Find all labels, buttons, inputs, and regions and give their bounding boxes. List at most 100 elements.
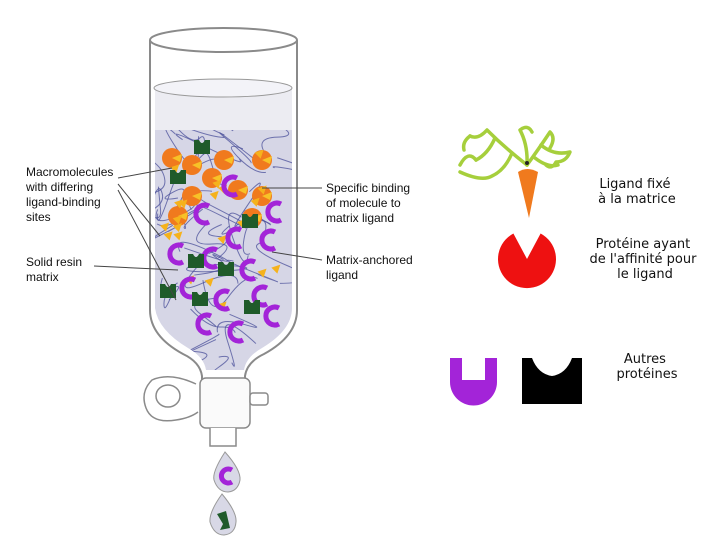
ligand-icon [224,156,234,164]
matrix-fiber [155,161,166,195]
purple-protein-icon [167,242,185,266]
ligand-icon [212,174,222,182]
affinity-protein-icon [497,233,556,289]
ligand-icon [170,164,180,174]
matrix-fiber [234,182,261,227]
ligand-icon [178,212,188,220]
black-protein-icon [188,254,204,268]
ligand-icon [212,179,222,189]
legend-other-label: Autres protéines [617,352,678,382]
eluted-droplets [209,451,241,536]
liquid-surface [153,78,293,98]
annotation-solid-resin: Solid resin matrix [26,255,179,284]
matrix-fiber [227,259,279,283]
ligand-icon [173,231,183,241]
stopcock[interactable] [143,376,269,429]
leader-line [117,189,177,301]
purple-protein-icon [193,202,211,226]
black-protein-icon [217,511,230,530]
matrix-fiber [196,224,228,259]
svg-text:Matrix-anchored ligand: Matrix-anchored ligand [326,253,416,282]
purple-protein-icon [195,312,213,336]
legend-text: Protéine ayant [596,237,691,252]
annotation-specific-binding: Specific binding of molecule to matrix l… [262,181,413,225]
label-line: matrix [26,270,59,284]
ligand-icon [172,223,182,233]
ligand-icon [192,161,202,169]
ligand-icon [204,277,214,287]
ligand-orange-stem [518,169,538,218]
matrix-fiber [157,352,181,365]
label-line: sites [26,210,51,224]
label-line: matrix ligand [326,211,394,225]
label-line: Solid resin [26,255,82,269]
outlet-tube [209,428,237,447]
ligand-anchor [525,161,529,165]
matrix-fiber [176,130,225,138]
matrix-fiber [261,130,290,159]
purple-protein-icon [179,276,197,300]
annotation-matrix-anchored: Matrix-anchored ligand [271,251,416,282]
purple-protein-icon [221,174,239,198]
svg-text:Solid resin matrix: Solid resin matrix [26,255,85,284]
column-wall-left [149,40,203,392]
label-line: of molecule to [326,196,401,210]
black-protein-icon [244,300,260,314]
matrix-fiber [180,333,220,356]
ligand-icon [250,197,260,207]
svg-text:Specific binding of mole: Specific binding of molecule to matrix l… [326,181,413,225]
black-protein-icon [242,214,258,228]
legend-text: Autres [624,352,666,367]
matrix-fiber [219,132,255,164]
ligand-icon [172,154,182,162]
matrix-fiber [211,355,236,370]
matrix-fiber [182,208,204,230]
purple-protein-icon [225,226,243,250]
label-line: Macromolecules [26,165,113,179]
purple-protein-icon [265,200,283,224]
matrix-fiber [209,130,234,136]
legend: Ligand fixé à la matrice Protéine ayant … [450,125,700,406]
matrix-fiber [208,224,228,255]
ligand-icon [257,268,267,278]
purple-protein-icon [218,466,234,486]
annotation-macromolecules: Macromolecules with differing ligand-bin… [25,165,177,301]
leader-line [271,251,323,261]
droplet-icon [209,493,237,536]
label-line: ligand [326,268,358,282]
ligand-icon [271,264,281,274]
legend-text: à la matrice [598,192,676,207]
leader-line [117,183,161,237]
matrix-fiber [224,324,257,367]
legend-text: de l'affinité pour [589,252,697,267]
ligand-icon [172,215,182,225]
matrix-fiber [155,188,164,212]
legend-affinity-label: Protéine ayant de l'affinité pour le lig… [589,237,700,282]
label-line: Specific binding [326,181,410,195]
leader-line [117,167,173,179]
ligand-icon [209,190,219,200]
black-protein-icon [160,284,176,298]
purple-protein-icon [259,228,277,252]
ligand-icon [254,149,264,159]
chromatography-column [143,27,298,447]
legend-ligand-label: Ligand fixé à la matrice [598,177,676,207]
column-rim [149,27,298,53]
ligand-icon [192,192,202,200]
black-protein-icon [218,262,234,276]
label-line: Matrix-anchored [326,253,413,267]
ligand-icon [458,125,572,180]
ligand-icon [262,192,272,200]
purple-protein-icon [227,320,245,344]
black-protein-icon [192,292,208,306]
matrix-fiber [255,242,292,284]
ligand-icon [217,235,227,245]
column-liquid [155,88,292,130]
label-line: ligand-binding [26,195,101,209]
matrix-fiber [216,313,258,333]
droplet-icon [213,451,241,493]
black-protein-icon [522,358,582,404]
legend-text: Ligand fixé [599,177,670,192]
column-wall-right [244,40,298,392]
matrix-fiber [155,186,162,219]
